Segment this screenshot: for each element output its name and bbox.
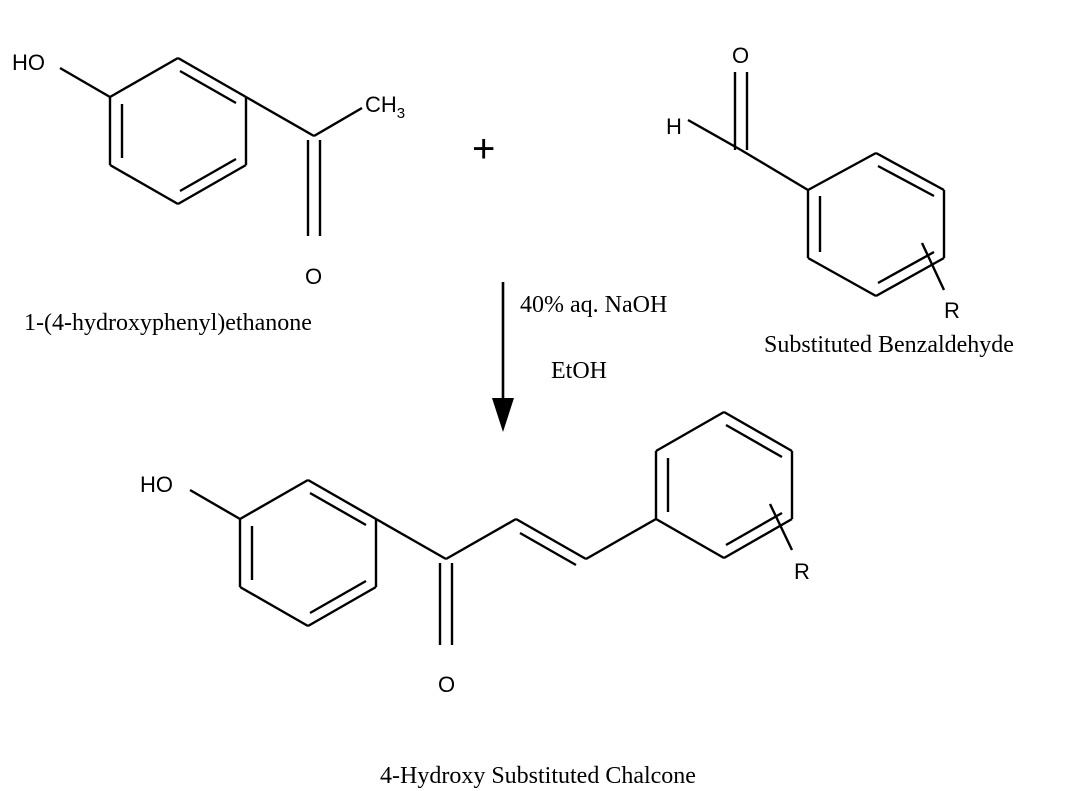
product-name: 4-Hydroxy Substituted Chalcone bbox=[380, 763, 696, 789]
hydroxyl-label: HO bbox=[12, 50, 45, 75]
product-hydroxyl-label: HO bbox=[140, 472, 173, 497]
reactant1-name: 1-(4-hydroxyphenyl)ethanone bbox=[24, 310, 312, 336]
reactant-hydroxyacetophenone: HO CH3 O bbox=[12, 50, 405, 289]
methyl-label: CH3 bbox=[365, 92, 405, 122]
reactant2-name: Substituted Benzaldehyde bbox=[764, 332, 1014, 358]
substituent-r-label: R bbox=[944, 298, 960, 323]
aldehyde-hydrogen-label: H bbox=[666, 114, 682, 139]
reaction-arrow bbox=[492, 282, 514, 432]
reagent-label: 40% aq. NaOH bbox=[520, 292, 667, 318]
plus-sign: + bbox=[472, 127, 495, 171]
product-carbonyl-oxygen-label: O bbox=[438, 672, 455, 697]
solvent-label: EtOH bbox=[551, 358, 607, 384]
product-substituent-r-label: R bbox=[794, 559, 810, 584]
product-chalcone: HO O R bbox=[140, 410, 810, 697]
aldehyde-oxygen-label: O bbox=[732, 43, 749, 68]
carbonyl-oxygen-label: O bbox=[305, 264, 322, 289]
reactant-benzaldehyde: O H R bbox=[666, 43, 960, 323]
